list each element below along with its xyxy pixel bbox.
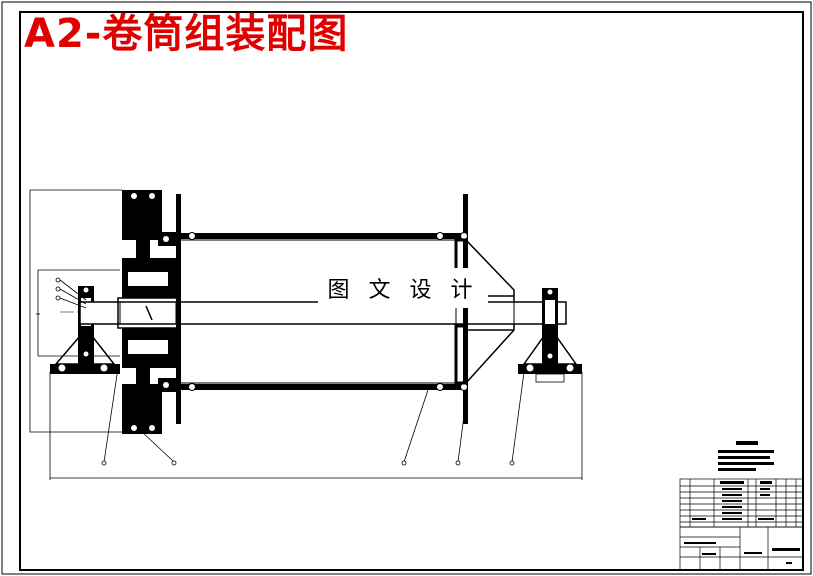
drum-flanges [158, 194, 468, 424]
title-block [679, 478, 804, 571]
technical-notes [718, 441, 774, 471]
part-balloons [55, 277, 515, 466]
inner-border [19, 11, 804, 571]
watermark-label: 图 文 设 计 [318, 268, 488, 308]
title-block-text-marks [684, 481, 800, 564]
leader-lines [59, 279, 525, 463]
right-bearing-support [518, 288, 582, 383]
drawing-title: A2-卷筒组装配图 [24, 11, 349, 57]
left-gear-disc [117, 190, 181, 434]
